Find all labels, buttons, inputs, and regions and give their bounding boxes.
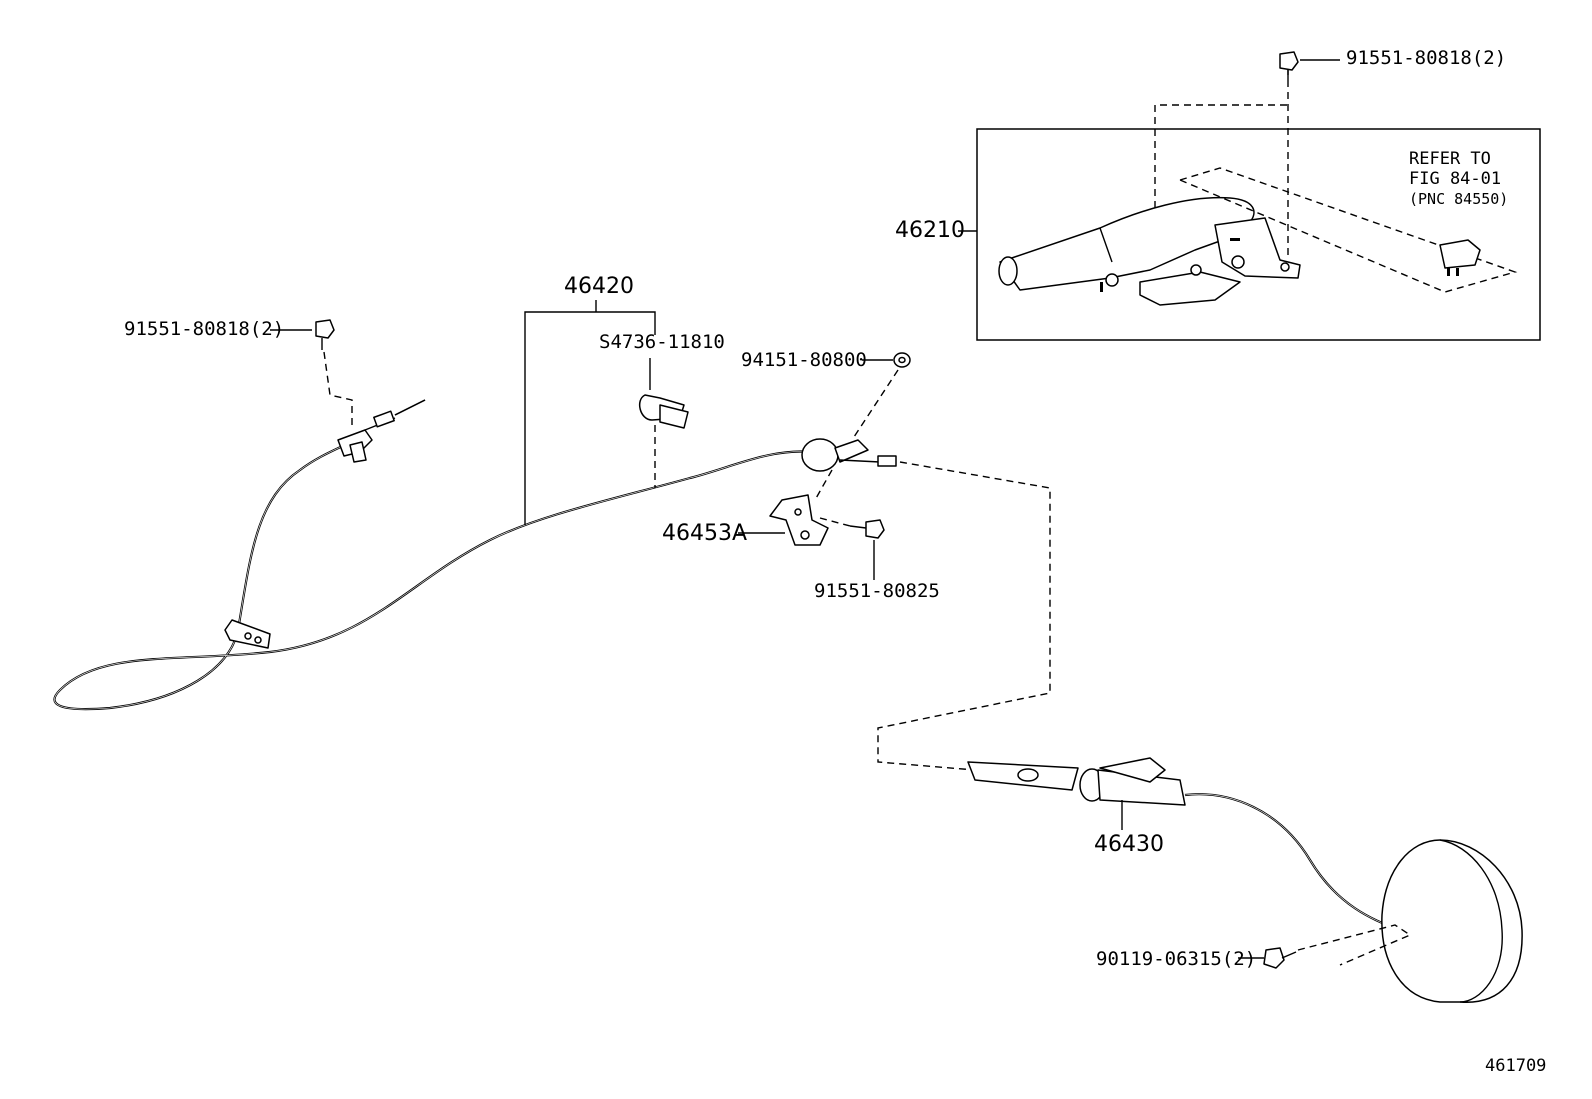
lever-mount-dashed: [1154, 68, 1289, 255]
bolt-left-leader-dashed: [323, 351, 353, 430]
callout-bolt-rear: 90119-06315(2): [1096, 948, 1257, 970]
bracket-leader-dashed: [814, 469, 833, 501]
callout-washer: 94151-80800: [741, 349, 867, 371]
bolt-rear-dashed: [1297, 924, 1412, 966]
brake-drum-icon: [1381, 839, 1523, 1003]
callout-clamp: S4736-11810: [599, 331, 725, 353]
refer-note-line2: FIG 84-01: [1409, 169, 1502, 190]
front-cable-left-end-fitting: [337, 399, 426, 463]
callout-cable-assy: 46420: [564, 274, 634, 299]
cable-assy-bracket-line: [524, 311, 656, 525]
bolt-bracket-dashed: [819, 517, 851, 527]
callout-rear-cable: 46430: [1094, 832, 1164, 857]
cable-connection-dashed: [877, 461, 1051, 771]
bolt-left-icon: [315, 319, 335, 350]
figure-number: 461709: [1485, 1056, 1547, 1076]
front-cable-46420: [53, 439, 813, 711]
bolt-bracket-icon: [849, 519, 885, 539]
washer-icon: [893, 352, 911, 368]
bracket-icon: [769, 494, 829, 546]
callout-lever-assy: 46210: [895, 218, 965, 243]
cable-grommet: [801, 438, 897, 472]
callout-bolt-left: 91551-80818(2): [124, 318, 285, 340]
callout-bolt-bracket: 91551-80825: [814, 580, 940, 602]
callout-bolt-top-right: 91551-80818(2): [1346, 47, 1507, 69]
clamp-icon: [638, 358, 689, 429]
refer-note: REFER TO FIG 84-01 (PNC 84550): [1409, 149, 1508, 208]
switch-icon: [1439, 239, 1481, 276]
lever-assy-box: [976, 128, 1541, 341]
refer-note-line3: (PNC 84550): [1409, 189, 1509, 208]
callout-bracket: 46453A: [662, 521, 748, 546]
bolt-top-right-icon: [1279, 51, 1299, 80]
refer-note-line1: REFER TO: [1409, 149, 1491, 169]
parking-brake-lever-icon: [998, 196, 1301, 306]
bolt-rear-icon: [1263, 947, 1297, 969]
cable-clip-left: [224, 619, 271, 649]
washer-leader-dashed: [851, 369, 899, 441]
switch-connector-dashed: [1177, 167, 1518, 293]
